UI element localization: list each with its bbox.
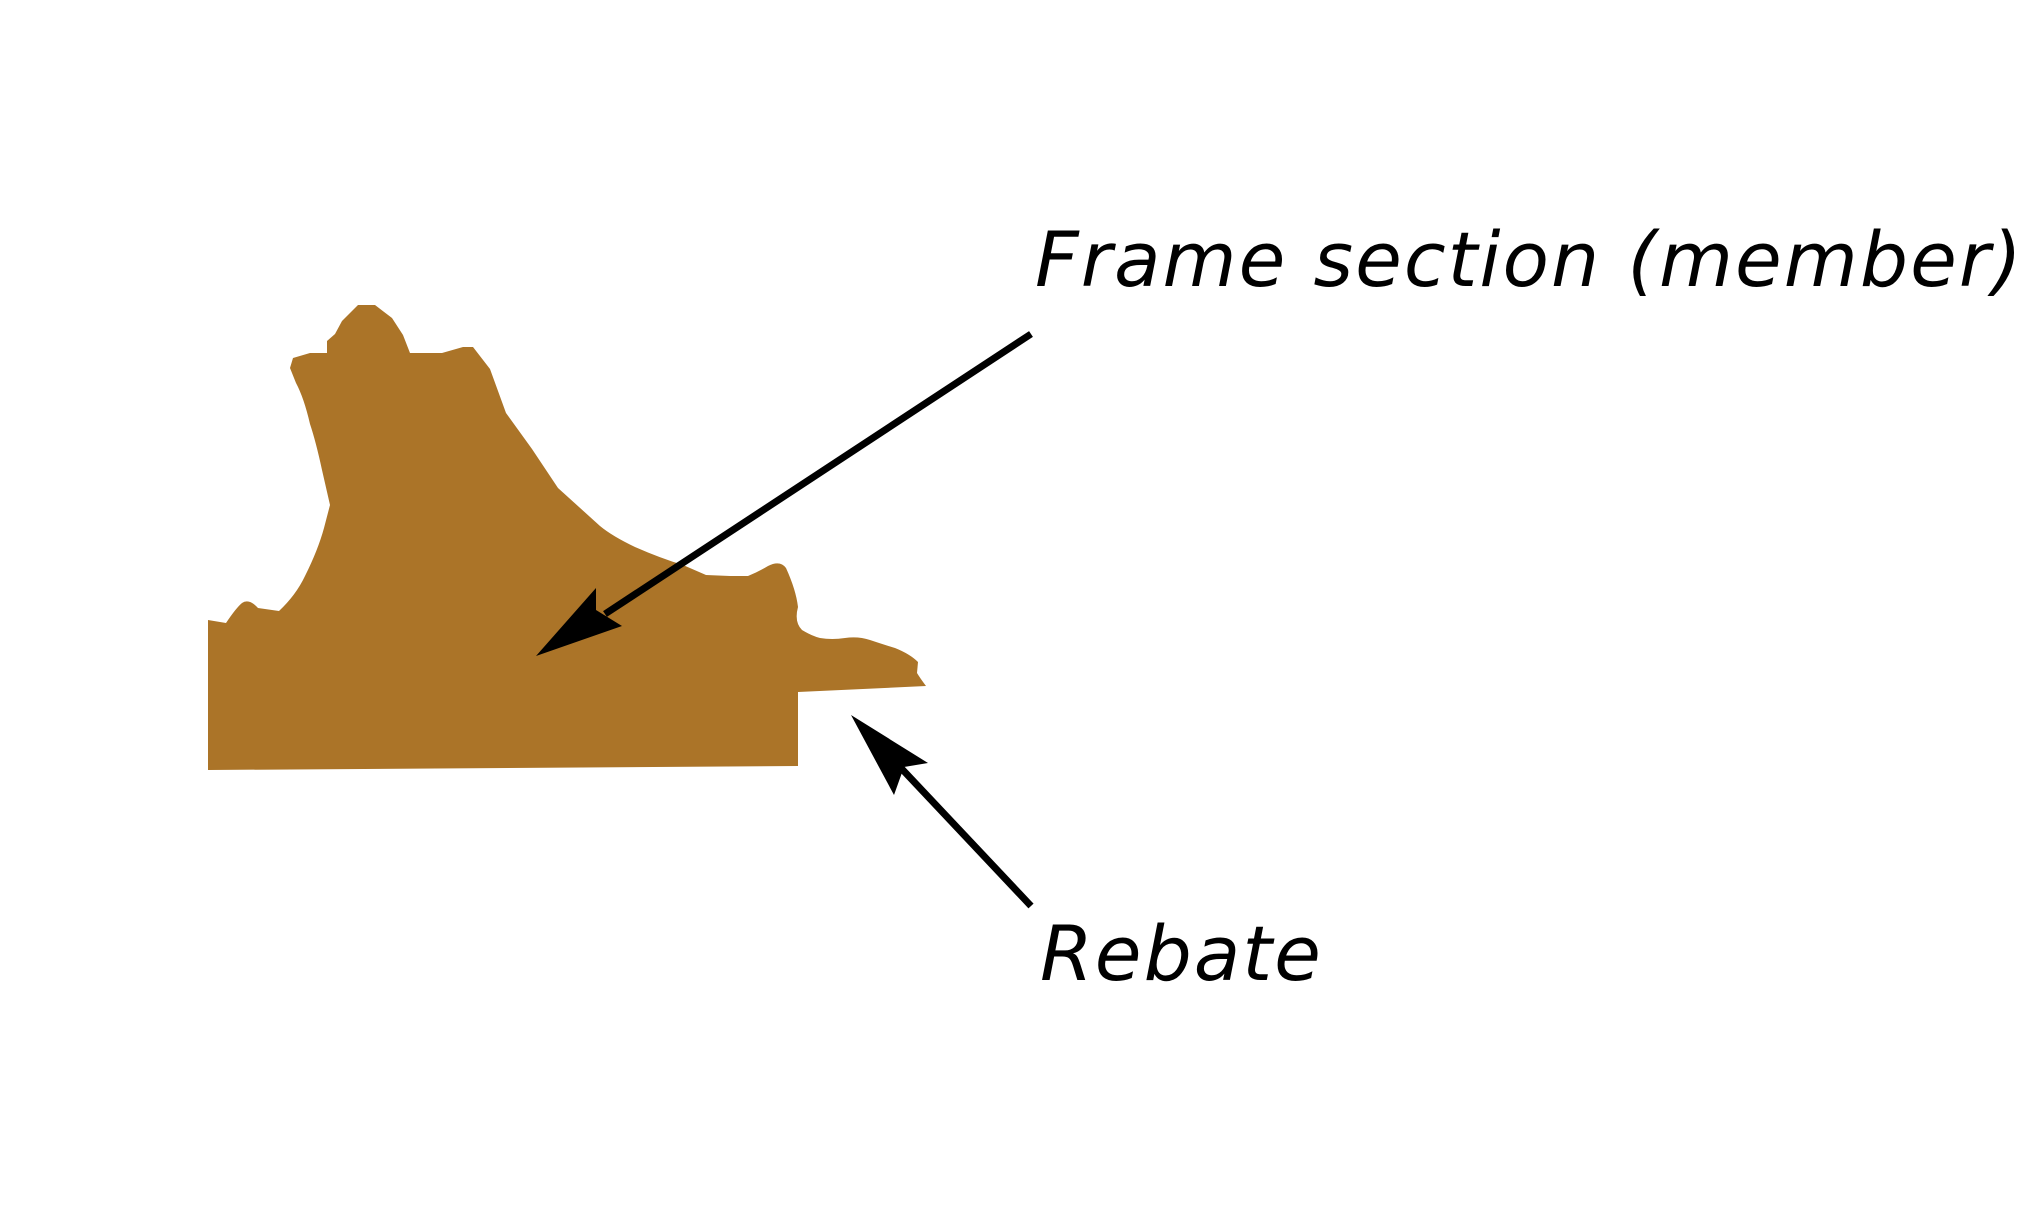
rebate-arrowhead — [851, 715, 928, 795]
rebate-arrow-line — [898, 765, 1034, 909]
rebate-label: Rebate — [1040, 909, 1323, 998]
frame-section-label: Frame section (member) — [1035, 215, 2024, 304]
frame-section-arrow — [536, 331, 1033, 656]
frame-section-profile — [208, 305, 926, 770]
frame-section-arrowhead — [536, 588, 622, 656]
rebate-arrow — [851, 715, 1034, 909]
frame-section-arrow-line — [603, 331, 1033, 617]
